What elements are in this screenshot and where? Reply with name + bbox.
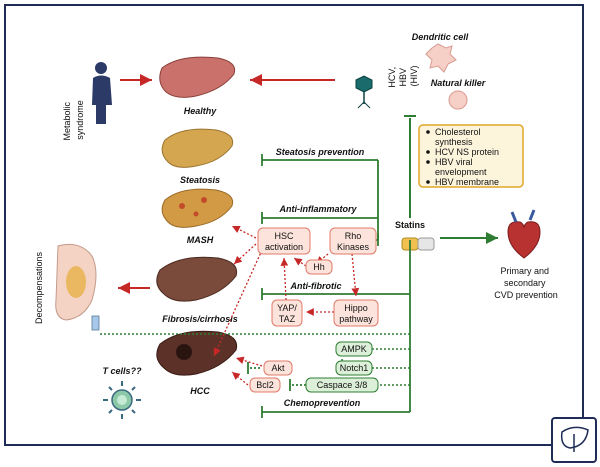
statins-label: Statins — [395, 220, 425, 230]
metabolic-syndrome-label: Metabolic syndrome — [62, 99, 85, 140]
statin-effects-list: Cholesterol synthesis HCV NS protein HBV… — [426, 127, 499, 187]
statin-effects-box — [418, 124, 524, 188]
virus-icon — [355, 75, 373, 109]
tcells-label: T cells?? — [102, 366, 142, 376]
fibrosis-label: Fibrosis/cirrhosis — [162, 314, 238, 324]
svg-text:Cholesterol: Cholesterol — [435, 127, 481, 137]
svg-text:Akt: Akt — [271, 363, 285, 373]
natural-killer-icon — [448, 90, 468, 110]
figure-frame — [4, 4, 584, 446]
chemoprevention-label: Chemoprevention — [284, 398, 361, 408]
heart-icon — [507, 209, 541, 259]
cvd-label: Primary and secondary CVD prevention — [494, 266, 558, 300]
dendritic-cell-icon — [425, 43, 457, 73]
inhibition-lines — [261, 154, 411, 418]
yap-taz-box: YAP/TAZ — [271, 299, 303, 327]
hcc-label: HCC — [190, 386, 210, 396]
liver-fibrosis-icon — [156, 256, 238, 302]
svg-text:YAP/TAZ: YAP/TAZ — [277, 303, 297, 324]
bcl2-box: Bcl2 — [249, 377, 281, 393]
akt-box: Akt — [263, 360, 293, 376]
liver-hcc-icon — [156, 330, 238, 376]
pill-icon — [401, 237, 435, 251]
svg-text:Notch1: Notch1 — [340, 363, 369, 373]
liver-healthy-icon — [159, 56, 236, 98]
anti-inflammatory-label: Anti-inflammatory — [278, 204, 357, 214]
healthy-label: Healthy — [184, 106, 218, 116]
natural-killer-label: Natural killer — [431, 78, 486, 88]
decompensations-label: Decompensations — [34, 251, 44, 324]
virus-label: HCV, HBV (HIV) — [387, 64, 419, 87]
hh-box: Hh — [305, 259, 333, 275]
person-icon — [92, 62, 112, 124]
svg-text:envelopment: envelopment — [435, 167, 487, 177]
anti-fibrotic-label: Anti-fibrotic — [290, 281, 342, 291]
tcell-icon — [103, 381, 141, 419]
abdomen-icon — [55, 243, 100, 331]
caspase-box: Caspace 3/8 — [305, 377, 379, 393]
ampk-box: AMPK — [335, 341, 373, 357]
svg-text:HCV NS protein: HCV NS protein — [435, 147, 499, 157]
svg-text:Caspace 3/8: Caspace 3/8 — [317, 380, 368, 390]
steatosis-label: Steatosis — [180, 175, 220, 185]
journal-logo — [551, 417, 597, 463]
steatosis-prevention-label: Steatosis prevention — [276, 147, 365, 157]
mash-label: MASH — [187, 235, 214, 245]
svg-text:HBV viral: HBV viral — [435, 157, 473, 167]
svg-text:AMPK: AMPK — [341, 344, 367, 354]
svg-text:Bcl2: Bcl2 — [256, 380, 274, 390]
dotted-green-lines — [372, 348, 410, 386]
liver-steatosis-icon — [161, 128, 234, 168]
svg-text:synthesis: synthesis — [435, 137, 473, 147]
svg-text:Hh: Hh — [313, 262, 325, 272]
liver-mash-icon — [161, 188, 234, 228]
dendritic-cell-label: Dendritic cell — [412, 32, 469, 42]
notch1-box: Notch1 — [335, 360, 373, 376]
svg-text:HBV membrane: HBV membrane — [435, 177, 499, 187]
